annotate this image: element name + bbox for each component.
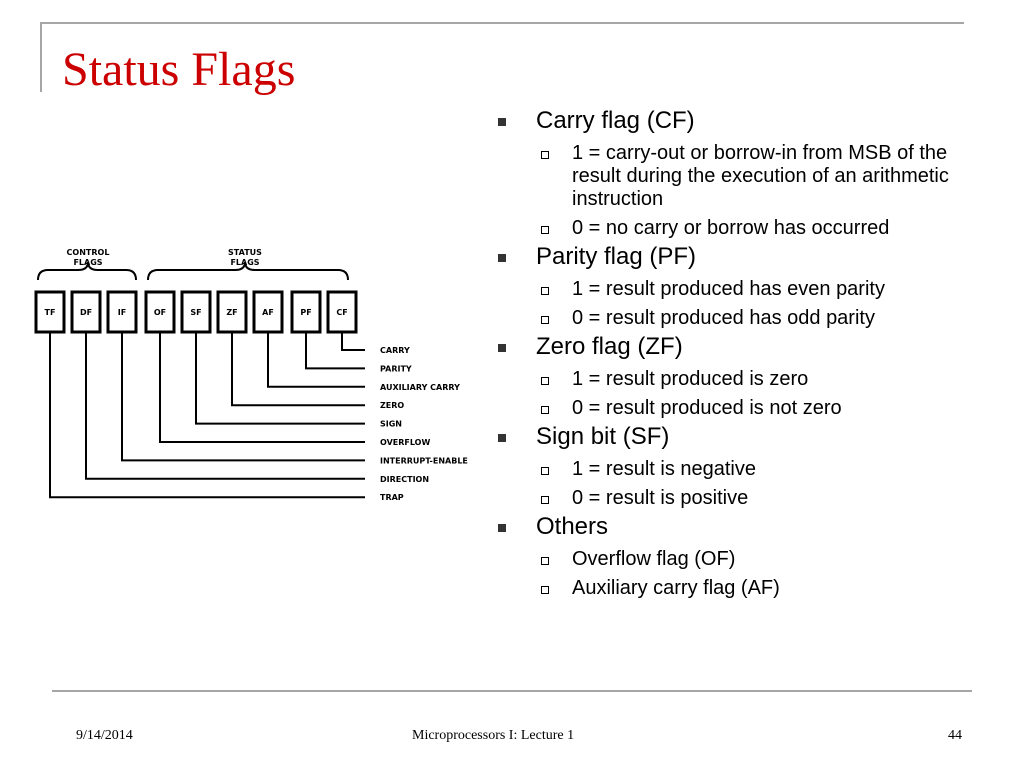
square-bullet-icon bbox=[498, 344, 506, 352]
flag-abbrev: ZF bbox=[226, 308, 237, 317]
sub-bullet-text: Overflow flag (OF) bbox=[572, 548, 736, 570]
status-label-line1: STATUS bbox=[228, 248, 262, 257]
bullet-text: Carry flag (CF) bbox=[536, 107, 695, 134]
flag-connector-line bbox=[341, 332, 365, 351]
status-label-line2: FLAGS bbox=[230, 258, 259, 267]
hollow-square-bullet-icon bbox=[541, 467, 549, 475]
sub-bullet-text: 1 = carry-out or borrow-in from MSB of t… bbox=[572, 142, 949, 210]
sub-bullet: 0 = result produced has odd parity bbox=[496, 307, 996, 330]
bullet-list: Carry flag (CF) 1 = carry-out or borrow-… bbox=[496, 104, 996, 600]
flag-name-label: INTERRUPT-ENABLE bbox=[380, 456, 468, 465]
sub-bullet: 0 = result is positive bbox=[496, 487, 996, 510]
flag-abbrev: OF bbox=[154, 308, 166, 317]
flag-connector-line bbox=[231, 332, 365, 407]
flag-name-label: DIRECTION bbox=[380, 475, 429, 484]
flag-name-label: PARITY bbox=[380, 364, 412, 373]
flag-name-label: CARRY bbox=[380, 346, 410, 355]
square-bullet-icon bbox=[498, 434, 506, 442]
bullet-others: Others bbox=[496, 512, 996, 542]
flag-abbrev: AF bbox=[262, 308, 274, 317]
flag-box-df bbox=[70, 290, 102, 334]
slide-title: Status Flags bbox=[62, 43, 296, 96]
sub-bullet-text: 1 = result is negative bbox=[572, 458, 756, 480]
sub-bullet: 1 = result produced is zero bbox=[496, 368, 996, 391]
hollow-square-bullet-icon bbox=[541, 586, 549, 594]
bullet-text: Others bbox=[536, 513, 609, 540]
flag-connector-line bbox=[121, 332, 365, 462]
footer-date: 9/14/2014 bbox=[76, 728, 133, 743]
footer-title: Microprocessors I: Lecture 1 bbox=[412, 728, 575, 743]
hollow-square-bullet-icon bbox=[541, 557, 549, 565]
square-bullet-icon bbox=[498, 254, 506, 262]
flag-name-label: TRAP bbox=[380, 493, 404, 502]
hollow-square-bullet-icon bbox=[541, 377, 549, 385]
control-label-line1: CONTROL bbox=[67, 248, 110, 257]
sub-bullet: Overflow flag (OF) bbox=[496, 548, 996, 571]
sub-bullet: 0 = result produced is not zero bbox=[496, 397, 996, 420]
status-flags-brace bbox=[147, 261, 349, 281]
hollow-square-bullet-icon bbox=[541, 151, 549, 159]
footer-rule bbox=[52, 690, 972, 692]
flag-abbrev: SF bbox=[190, 308, 201, 317]
flag-connector-line bbox=[305, 332, 365, 370]
flag-connector-line bbox=[49, 332, 365, 499]
bullet-parity-flag: Parity flag (PF) bbox=[496, 242, 996, 272]
sub-bullet: 1 = result produced has even parity bbox=[496, 278, 996, 301]
bullet-text: Sign bit (SF) bbox=[536, 423, 670, 450]
control-label-line2: FLAGS bbox=[73, 258, 102, 267]
flags-register-diagram: CONTROL FLAGS STATUS FLAGS TF DF IF OF SF ZF A… bbox=[34, 248, 468, 502]
sub-bullet-text: 1 = result produced is zero bbox=[572, 368, 809, 390]
square-bullet-icon bbox=[498, 118, 506, 126]
sub-bullet-text: 0 = result produced is not zero bbox=[572, 397, 842, 419]
flag-abbrev: DF bbox=[80, 308, 92, 317]
group-braces bbox=[37, 261, 349, 281]
sub-bullet: 0 = no carry or borrow has occurred bbox=[496, 217, 996, 240]
sub-bullet: 1 = carry-out or borrow-in from MSB of t… bbox=[496, 142, 996, 211]
bullet-text: Zero flag (ZF) bbox=[536, 333, 683, 360]
flag-connector-line bbox=[267, 332, 365, 388]
sub-bullet-text: 1 = result produced has even parity bbox=[572, 278, 885, 300]
flag-abbrev: PF bbox=[300, 308, 311, 317]
sub-bullet: 1 = result is negative bbox=[496, 458, 996, 481]
flag-connector-line bbox=[195, 332, 365, 425]
hollow-square-bullet-icon bbox=[541, 287, 549, 295]
flag-abbrev: TF bbox=[45, 308, 56, 317]
bullet-text: Parity flag (PF) bbox=[536, 243, 697, 270]
bullet-carry-flag: Carry flag (CF) bbox=[496, 106, 996, 136]
hollow-square-bullet-icon bbox=[541, 226, 549, 234]
hollow-square-bullet-icon bbox=[541, 316, 549, 324]
flag-name-label: ZERO bbox=[380, 401, 404, 410]
hollow-square-bullet-icon bbox=[541, 496, 549, 504]
square-bullet-icon bbox=[498, 524, 506, 532]
frame-left-rule bbox=[40, 22, 42, 92]
flag-connector-line bbox=[159, 332, 365, 443]
flag-box-zf bbox=[216, 290, 248, 334]
flag-name-label: OVERFLOW bbox=[380, 438, 430, 447]
page-number: 44 bbox=[948, 728, 962, 743]
flag-abbrev: IF bbox=[118, 308, 126, 317]
sub-bullet-text: Auxiliary carry flag (AF) bbox=[572, 577, 780, 599]
sub-bullet-text: 0 = no carry or borrow has occurred bbox=[572, 217, 890, 239]
control-flags-brace bbox=[37, 261, 137, 281]
flag-abbrev: CF bbox=[336, 308, 347, 317]
bullet-sign-bit: Sign bit (SF) bbox=[496, 422, 996, 452]
flag-box-of bbox=[144, 290, 176, 334]
flag-name-label: AUXILIARY CARRY bbox=[380, 383, 460, 392]
frame-top-rule bbox=[40, 22, 964, 24]
hollow-square-bullet-icon bbox=[541, 406, 549, 414]
flag-connector-line bbox=[85, 332, 365, 480]
sub-bullet-text: 0 = result produced has odd parity bbox=[572, 307, 875, 329]
bullet-zero-flag: Zero flag (ZF) bbox=[496, 332, 996, 362]
flag-name-label: SIGN bbox=[380, 420, 402, 429]
sub-bullet: Auxiliary carry flag (AF) bbox=[496, 577, 996, 600]
sub-bullet-text: 0 = result is positive bbox=[572, 487, 749, 509]
